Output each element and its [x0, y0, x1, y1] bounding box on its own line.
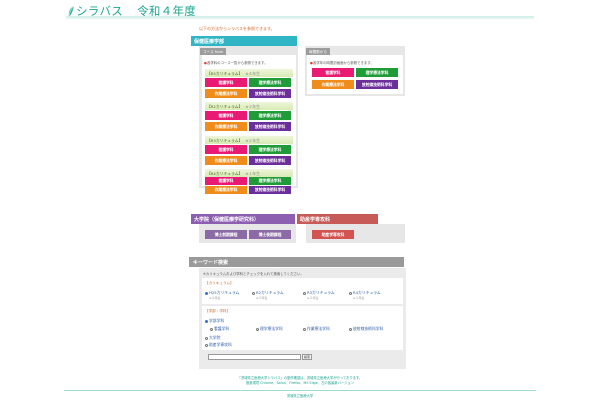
graduate-radio[interactable]: 大学院 [205, 335, 220, 341]
graduate-masters-button[interactable]: 博士前期課程 [205, 230, 247, 239]
faculty-heading: 保健医療学部 [191, 36, 297, 46]
curriculum-label: 【カリキュラム】 [205, 281, 234, 285]
curriculum-label: 【R4カリキュラム】※１年生 [205, 169, 293, 177]
course-tag: コース from [200, 48, 227, 55]
schedule-button-radiology[interactable]: 放射線技術科学科 [356, 80, 398, 89]
dept-button-pt[interactable]: 理学療法学科 [249, 177, 291, 185]
faculty-radio[interactable]: 学部学科 [205, 318, 224, 324]
department-label: 【学部・学科】 [205, 309, 231, 313]
curriculum-box [202, 278, 403, 304]
curriculum-year: ※３年生 [256, 296, 268, 300]
graduate-heading: 大学院（保健医療学研究科） [191, 214, 295, 224]
curriculum-label: 【R3カリキュラム】※２年生 [205, 136, 293, 144]
dept-button-nursing[interactable]: 看護学科 [205, 177, 247, 185]
dept-button-ot[interactable]: 作業療法学科 [205, 122, 247, 131]
course-note: ●各学科のコース一覧から参照できます。 [204, 61, 268, 65]
dept-button-radiology[interactable]: 放射線技術科学科 [249, 156, 291, 165]
curriculum-year: ※１年生 [353, 296, 365, 300]
leaf-icon [68, 5, 75, 18]
dept-radio-radiology[interactable]: 放射線技術科学科 [349, 326, 383, 332]
page-title: シラバス令和４年度 [76, 4, 197, 18]
dept-button-pt[interactable]: 理学療法学科 [249, 78, 291, 87]
dept-button-pt[interactable]: 理学療法学科 [249, 145, 291, 154]
schedule-note: ●各学年の時間割画面から参照できます。 [310, 61, 374, 65]
curriculum-radio-r4[interactable]: R4カリキュラム [349, 290, 381, 296]
search-input[interactable] [208, 354, 301, 360]
graduate-doctoral-button[interactable]: 博士後期課程 [249, 230, 291, 239]
keyword-heading: キーワード検索 [189, 257, 404, 267]
schedule-tag: 時間割から [306, 48, 330, 55]
midwifery-heading: 助産学専攻科 [297, 214, 378, 224]
schedule-button-nursing[interactable]: 看護学科 [312, 68, 354, 77]
dept-button-pt[interactable]: 理学療法学科 [249, 111, 291, 120]
dept-button-radiology[interactable]: 放射線技術科学科 [249, 186, 291, 194]
dept-radio-pt[interactable]: 理学療法学科 [256, 326, 283, 332]
search-button[interactable]: 検索 [302, 354, 312, 360]
dept-button-nursing[interactable]: 看護学科 [205, 111, 247, 120]
keyword-note: ※カリキュラムおよび学科とチェックを入れて検索してください。 [203, 272, 304, 276]
dept-button-nursing[interactable]: 看護学科 [205, 78, 247, 87]
curriculum-year: ※２年生 [307, 296, 319, 300]
dept-radio-nursing[interactable]: 看護学科 [210, 326, 229, 332]
dept-button-radiology[interactable]: 放射線技術科学科 [249, 89, 291, 98]
dept-button-ot[interactable]: 作業療法学科 [205, 156, 247, 165]
title-underline [66, 16, 534, 19]
dept-button-ot[interactable]: 作業療法学科 [205, 186, 247, 194]
footer-note: 「茨城県立医療大学シラバス」の動作確認は、茨城県立医療大学が行っております。 [237, 376, 363, 380]
curriculum-radio-h25[interactable]: H25カリキュラム [205, 290, 239, 296]
header: シラバス令和４年度 [66, 2, 536, 22]
midwifery-button[interactable]: 助産学専攻科 [312, 230, 354, 239]
footer-env: 推奨環境 Chrome、Safari、Firefox、MS Edge、左の各最新… [245, 381, 354, 385]
schedule-button-pt[interactable]: 理学療法学科 [356, 68, 398, 77]
curriculum-label: 【R2カリキュラム】※３年生 [205, 102, 293, 110]
schedule-button-ot[interactable]: 作業療法学科 [312, 80, 354, 89]
curriculum-label: 【R5カリキュラム】※４年生 [205, 69, 293, 77]
footer-divider [64, 390, 536, 391]
footer-org: 茨城県立医療大学 [286, 394, 314, 398]
intro-text: 以下の方法からシラバスを参照できます。 [199, 26, 275, 31]
curriculum-year: ※４年生 [209, 296, 221, 300]
dept-button-nursing[interactable]: 看護学科 [205, 145, 247, 154]
midwifery-radio[interactable]: 助産学専攻科 [205, 342, 232, 348]
curriculum-radio-r2[interactable]: R2カリキュラム [252, 290, 284, 296]
curriculum-radio-r3[interactable]: R3カリキュラム [303, 290, 335, 296]
dept-radio-ot[interactable]: 作業療法学科 [303, 326, 330, 332]
department-box [202, 306, 403, 350]
dept-button-ot[interactable]: 作業療法学科 [205, 89, 247, 98]
dept-button-radiology[interactable]: 放射線技術科学科 [249, 122, 291, 131]
